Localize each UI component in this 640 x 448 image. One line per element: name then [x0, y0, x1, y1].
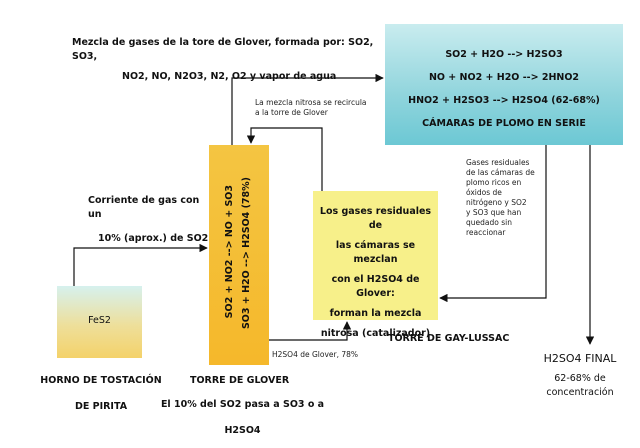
mezcla-gases-text: Mezcla de gases de la tore de Glover, fo…	[72, 36, 382, 84]
gay-line4: forman la mezcla	[329, 308, 422, 319]
residuales-line5: nitrógeno y SO2	[466, 198, 527, 207]
recircula-line1: La mezcla nitrosa se recircula	[255, 98, 367, 107]
recircula-note: La mezcla nitrosa se recircula a la torr…	[255, 98, 385, 118]
horno-title: HORNO DE TOSTACIÓN DE PIRITA	[36, 374, 166, 414]
residuales-line6: y SO3 que han	[466, 208, 522, 217]
residuales-line3: plomo ricos en	[466, 178, 522, 187]
residuales-line8: reaccionar	[466, 228, 506, 237]
mezcla-line1: Mezcla de gases de la tore de Glover, fo…	[72, 37, 374, 62]
final-line1: 62-68% de	[554, 373, 606, 384]
corriente-gas-text: Corriente de gas con un 10% (aprox.) de …	[88, 194, 213, 246]
horno-title-line2: DE PIRITA	[74, 401, 128, 412]
torre-glover-line1: El 10% del SO2 pasa a SO3 o a	[160, 399, 325, 410]
arrow-glover-acid-to-gay	[269, 321, 352, 341]
gay-line1: Los gases residuales de	[319, 206, 432, 231]
corriente-line1: Corriente de gas con un	[88, 195, 200, 220]
torre-glover-title: TORRE DE GLOVER	[190, 375, 290, 386]
arrow-camaras-to-gay	[439, 145, 547, 303]
gases-residuales-note: Gases residuales de las cámaras de plomo…	[466, 158, 546, 238]
camaras-box: SO2 + H2O --> H2SO3 NO + NO2 + H2O --> 2…	[385, 24, 623, 145]
residuales-line1: Gases residuales	[466, 158, 530, 167]
arrow-recirculation	[246, 127, 323, 191]
recircula-line2: a la torre de Glover	[255, 108, 328, 117]
glover-eq1: SO2 + NO2 --> NO + SO3	[224, 185, 235, 319]
horno-box-label: FeS2	[88, 315, 111, 326]
camaras-eq3: HNO2 + H2SO3 --> H2SO4 (62-68%)	[408, 95, 600, 106]
residuales-line2: de las cámaras de	[466, 168, 535, 177]
camaras-eq2: NO + NO2 + H2O --> 2HNO2	[428, 72, 580, 83]
torre-glover-desc: El 10% del SO2 pasa a SO3 o a H2SO4	[155, 398, 330, 438]
horno-box: FeS2	[57, 286, 142, 358]
mezcla-line2: NO2, NO, N2O3, N2, O2 y vapor de agua	[122, 71, 337, 82]
gay-lussac-box: Los gases residuales de las cámaras se m…	[313, 191, 438, 339]
gay-line2: las cámaras se mezclan	[335, 240, 416, 265]
camaras-eq1: SO2 + H2O --> H2SO3	[445, 49, 563, 60]
glover-eq2: SO3 + H2O --> H2SO4 (78%)	[241, 177, 252, 330]
gay-line3: con el H2SO4 de Glover:	[331, 274, 420, 299]
residuales-line7: quedado sin	[466, 218, 512, 227]
torre-glover-line2: H2SO4	[224, 425, 261, 436]
final-line2: concentración	[546, 387, 614, 398]
arrow-horno-to-glover	[73, 243, 208, 286]
residuales-line4: óxidos de	[466, 188, 502, 197]
corriente-line2: 10% (aprox.) de SO2	[98, 233, 209, 244]
torre-gay-lussac-label: TORRE DE GAY-LUSSAC	[388, 333, 510, 344]
final-product: H2SO4 FINAL 62-68% de concentración	[530, 352, 630, 400]
arrow-glover-to-camaras	[231, 73, 384, 145]
final-title: H2SO4 FINAL	[543, 352, 617, 365]
gay-line5: nitrosa (catalizador)	[320, 328, 431, 339]
glover-acid-note: H2SO4 de Glover, 78%	[272, 350, 359, 359]
horno-title-line1: HORNO DE TOSTACIÓN	[40, 375, 162, 386]
camaras-title: CÁMARAS DE PLOMO EN SERIE	[422, 118, 586, 129]
glover-box: SO2 + NO2 --> NO + SO3 SO3 + H2O --> H2S…	[209, 145, 269, 365]
